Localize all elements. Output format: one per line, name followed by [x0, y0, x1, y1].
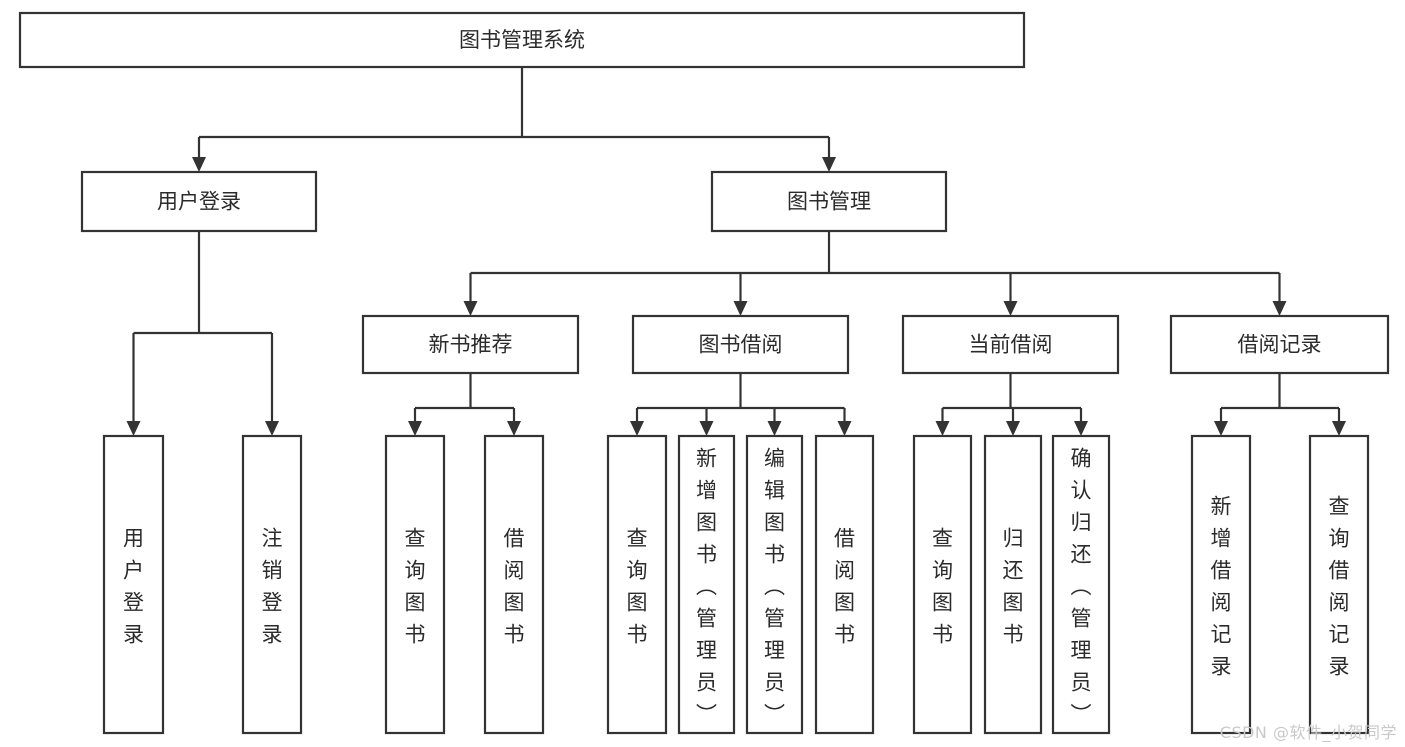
arrow-head-icon — [507, 421, 521, 436]
node-leaf-query-book-3-label: 查询图书 — [932, 526, 953, 646]
node-leaf-confirm-return-label: 确认归还︵管理员︶ — [1071, 446, 1092, 726]
edge-book-borrow-to-leaves — [630, 373, 852, 436]
edge-userlogin-to-leaves — [126, 231, 279, 436]
node-root-label: 图书管理系统 — [459, 28, 585, 52]
node-book-borrow-box — [631, 314, 850, 375]
node-leaf-edit-book-label: 编辑图书︵管理员︶ — [764, 446, 785, 726]
node-leaf-edit-book-box — [745, 434, 804, 735]
arrow-head-icon — [463, 301, 478, 316]
node-leaf-borrow-book-1[interactable]: 借阅图书 — [483, 434, 545, 735]
node-leaf-borrow-book-1-box — [483, 434, 545, 735]
arrow-head-icon — [1332, 421, 1346, 436]
node-leaf-query-book-3[interactable]: 查询图书 — [912, 434, 973, 735]
node-leaf-borrow-book-2-label: 借阅图书 — [834, 526, 855, 646]
edge-bookmanage-to-level3 — [463, 231, 1287, 316]
node-leaf-query-book-2-box — [606, 434, 668, 735]
node-leaf-logout[interactable]: 注销登录 — [241, 434, 303, 735]
node-leaf-borrow-book-1-label: 借阅图书 — [504, 526, 525, 646]
node-leaf-add-book[interactable]: 新增图书︵管理员︶ — [677, 434, 736, 735]
node-leaf-borrow-book-2[interactable]: 借阅图书 — [814, 434, 875, 735]
arrow-head-icon — [192, 157, 206, 172]
node-leaf-add-book-label: 新增图书︵管理员︶ — [696, 446, 717, 726]
arrow-head-icon — [126, 421, 141, 436]
edge-borrow-record-to-leaves — [1214, 373, 1346, 436]
node-leaf-user-login[interactable]: 用户登录 — [102, 434, 165, 735]
node-leaf-user-login-box — [102, 434, 165, 735]
node-user-login[interactable]: 用户登录 — [80, 170, 318, 233]
arrow-head-icon — [1272, 301, 1287, 316]
node-leaf-logout-label: 注销登录 — [262, 526, 283, 646]
arrow-head-icon — [1214, 421, 1228, 436]
node-book-manage-box — [710, 170, 948, 233]
node-leaf-query-record-label: 查询借阅记录 — [1329, 494, 1350, 678]
arrow-head-icon — [1003, 301, 1018, 316]
node-leaf-add-record[interactable]: 新增借阅记录 — [1190, 434, 1252, 735]
arrow-head-icon — [1074, 421, 1088, 436]
node-user-login-box — [80, 170, 318, 233]
node-new-book-rec-label: 新书推荐 — [429, 333, 513, 357]
node-current-borrow[interactable]: 当前借阅 — [901, 314, 1120, 375]
node-leaf-query-record-box — [1308, 434, 1370, 735]
node-borrow-record[interactable]: 借阅记录 — [1169, 314, 1390, 375]
node-new-book-rec[interactable]: 新书推荐 — [361, 314, 580, 375]
node-leaf-query-book-3-box — [912, 434, 973, 735]
node-current-borrow-label: 当前借阅 — [969, 333, 1053, 357]
node-current-borrow-box — [901, 314, 1120, 375]
node-leaf-query-book-1-label: 查询图书 — [405, 526, 426, 646]
edge-new-book-rec-to-leaves — [408, 373, 521, 436]
node-leaf-borrow-book-2-box — [814, 434, 875, 735]
node-leaf-query-book-1-box — [384, 434, 446, 735]
node-leaf-confirm-return-box — [1051, 434, 1111, 735]
node-book-manage-label: 图书管理 — [787, 190, 871, 214]
node-book-borrow[interactable]: 图书借阅 — [631, 314, 850, 375]
node-leaf-return-book[interactable]: 归还图书 — [983, 434, 1043, 735]
arrow-head-icon — [699, 421, 714, 436]
arrow-head-icon — [935, 421, 950, 436]
node-layer: 图书管理系统用户登录图书管理新书推荐图书借阅当前借阅借阅记录用户登录注销登录查询… — [18, 11, 1390, 735]
edge-current-borrow-to-leaves — [935, 373, 1088, 436]
node-leaf-query-book-1[interactable]: 查询图书 — [384, 434, 446, 735]
arrow-head-icon — [630, 421, 644, 436]
node-leaf-return-book-label: 归还图书 — [1003, 526, 1024, 646]
node-leaf-edit-book[interactable]: 编辑图书︵管理员︶ — [745, 434, 804, 735]
node-leaf-query-book-2-label: 查询图书 — [627, 526, 648, 646]
node-new-book-rec-box — [361, 314, 580, 375]
node-leaf-logout-box — [241, 434, 303, 735]
arrow-head-icon — [837, 421, 852, 436]
node-leaf-query-record[interactable]: 查询借阅记录 — [1308, 434, 1370, 735]
node-leaf-add-record-label: 新增借阅记录 — [1211, 494, 1232, 678]
node-book-manage[interactable]: 图书管理 — [710, 170, 948, 233]
node-borrow-record-label: 借阅记录 — [1238, 333, 1322, 357]
arrow-head-icon — [408, 421, 422, 436]
arrow-head-icon — [822, 157, 836, 172]
node-book-borrow-label: 图书借阅 — [699, 333, 783, 357]
arrow-head-icon — [265, 421, 279, 436]
edge-root-to-level2 — [192, 67, 836, 172]
node-borrow-record-box — [1169, 314, 1390, 375]
node-leaf-add-book-box — [677, 434, 736, 735]
node-leaf-query-book-2[interactable]: 查询图书 — [606, 434, 668, 735]
node-leaf-user-login-label: 用户登录 — [123, 526, 144, 646]
node-leaf-add-record-box — [1190, 434, 1252, 735]
arrow-head-icon — [767, 421, 782, 436]
node-leaf-return-book-box — [983, 434, 1043, 735]
arrow-head-icon — [733, 301, 748, 316]
node-user-login-label: 用户登录 — [157, 190, 241, 214]
node-leaf-confirm-return[interactable]: 确认归还︵管理员︶ — [1051, 434, 1111, 735]
node-root-box — [18, 11, 1026, 69]
node-root[interactable]: 图书管理系统 — [18, 11, 1026, 69]
connector-layer — [126, 67, 1346, 436]
arrow-head-icon — [1006, 421, 1020, 436]
